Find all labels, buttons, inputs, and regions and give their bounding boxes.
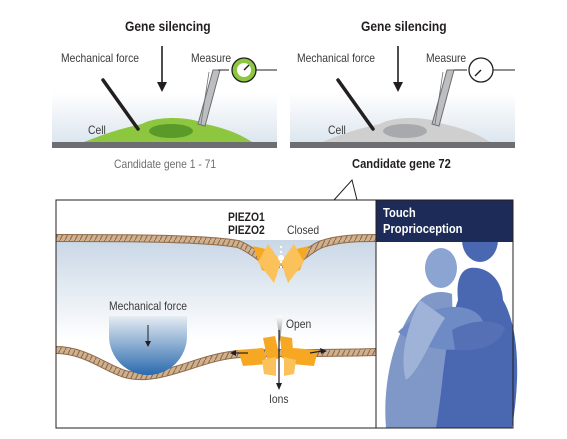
mechanism-frame [55, 199, 514, 429]
mechanism-panel [56, 200, 377, 428]
probe-force-label: Mechanical force [109, 299, 188, 313]
right-measure-label: Measure [426, 51, 467, 65]
dish-floor [52, 142, 277, 148]
left-panel-title: Gene silencing [125, 18, 211, 34]
right-panel-title: Gene silencing [361, 18, 447, 34]
right-experiment [290, 46, 515, 148]
left-caption: Candidate gene 1 - 71 [114, 157, 217, 171]
piezo-channel-open [230, 316, 327, 390]
measure-pipette [197, 69, 221, 127]
silencing-arrowhead [157, 82, 167, 92]
left-nucleus [149, 124, 193, 138]
embracing-people-illustration [385, 218, 518, 428]
closed-label: Closed [287, 223, 320, 237]
sense-touch-label: Touch [383, 205, 416, 220]
sense-header [376, 200, 513, 242]
left-cell-label: Cell [88, 123, 106, 137]
right-caption: Candidate gene 72 [352, 156, 451, 171]
left-experiment [52, 46, 277, 148]
force-probe [336, 78, 375, 131]
piezo-channel-closed [253, 244, 309, 283]
ions-label: Ions [269, 392, 289, 406]
channel-name-1: PIEZO1 [228, 210, 265, 224]
sense-panel [376, 200, 518, 428]
sense-proprioception-label: Proprioception [383, 221, 463, 236]
right-cell-label: Cell [328, 123, 346, 137]
right-force-label: Mechanical force [297, 51, 376, 65]
open-label: Open [286, 317, 312, 331]
silencing-arrowhead [393, 82, 403, 92]
channel-name-2: PIEZO2 [228, 223, 265, 237]
left-measure-label: Measure [191, 51, 232, 65]
measure-pipette [431, 69, 455, 127]
left-force-label: Mechanical force [61, 51, 140, 65]
force-probe [101, 78, 140, 131]
right-nucleus [383, 124, 427, 138]
dish-floor [290, 142, 515, 148]
callout-pointer [333, 178, 358, 201]
